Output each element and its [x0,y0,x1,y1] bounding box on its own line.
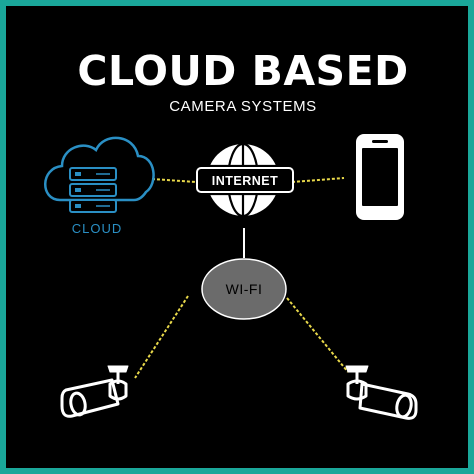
cloud-label: CLOUD [72,221,123,236]
connector-cloud-internet [151,178,197,183]
diagram-title: CLOUD BASED [77,47,409,95]
connector-internet-phone [291,177,345,183]
connector-wifi-camera-left [134,295,189,379]
wifi-hub [201,258,287,320]
connector-wifi-camera-right [286,297,349,373]
connector-lines [134,177,349,379]
cloud-server-icon [44,136,155,213]
security-camera-left [60,365,129,418]
security-camera-right [345,365,418,420]
wifi-label: WI-FI [226,281,263,297]
internet-label: INTERNET [212,174,279,188]
internet-label-box [196,167,294,193]
diagram-subtitle: CAMERA SYSTEMS [169,98,317,115]
smartphone-icon [356,134,404,220]
